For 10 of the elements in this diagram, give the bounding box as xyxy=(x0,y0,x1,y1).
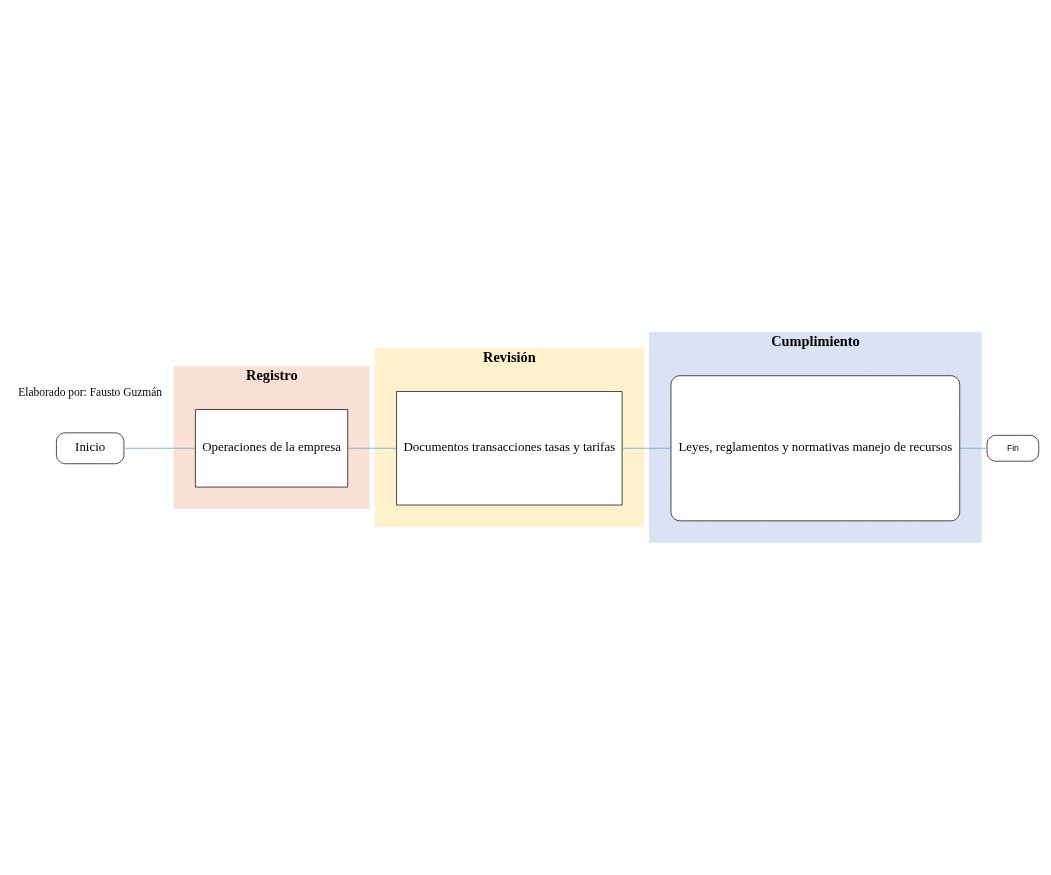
connector xyxy=(123,447,196,449)
label: Elaborado por: Fausto Guzmán xyxy=(18,386,163,399)
node-box: Documentos transacciones tasas y tarifas xyxy=(396,391,623,506)
connector xyxy=(347,447,397,449)
connector xyxy=(621,447,672,449)
node-box: Operaciones de la empresa xyxy=(195,409,349,488)
connector xyxy=(959,447,988,449)
node-box: Inicio xyxy=(56,432,125,465)
node-box: Leyes, reglamentos y normativas manejo de recursos xyxy=(670,375,961,522)
node-box: Fin xyxy=(986,434,1040,462)
